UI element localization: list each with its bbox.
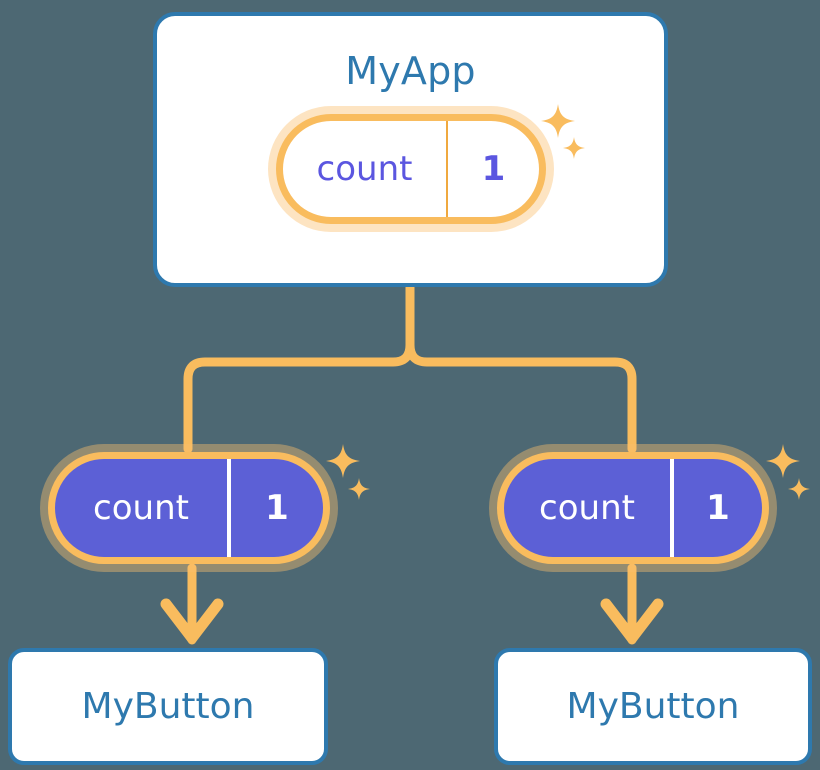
my-button-label: MyButton: [566, 685, 740, 727]
state-pill-key: count: [316, 149, 413, 189]
my-button-card-right[interactable]: MyButton: [494, 648, 812, 765]
sparkle-large-icon: [326, 444, 360, 478]
button-state-pill-right[interactable]: count 1: [497, 452, 769, 564]
state-pill-value: 1: [227, 459, 323, 557]
my-button-label: MyButton: [81, 685, 255, 727]
tree-connector-icon: [183, 283, 637, 454]
arrow-down-icon-right: [600, 563, 664, 645]
state-pill-body: count 1: [276, 114, 546, 224]
state-pill-key: count: [539, 488, 635, 528]
state-pill-value: 1: [670, 459, 762, 557]
sparkle-large-icon: [766, 444, 800, 478]
state-pill-value: 1: [446, 121, 539, 217]
sparkle-small-icon: [348, 478, 370, 500]
my-button-card-left[interactable]: MyButton: [8, 648, 328, 765]
sparkle-small-icon: [788, 478, 810, 500]
state-pill-key: count: [93, 488, 189, 528]
state-pill-body: count 1: [497, 452, 769, 564]
app-state-pill[interactable]: count 1: [276, 114, 546, 224]
state-pill-body: count 1: [48, 452, 330, 564]
app-card-title: MyApp: [345, 49, 476, 93]
button-state-pill-left[interactable]: count 1: [48, 452, 330, 564]
arrow-down-icon-left: [160, 563, 224, 645]
